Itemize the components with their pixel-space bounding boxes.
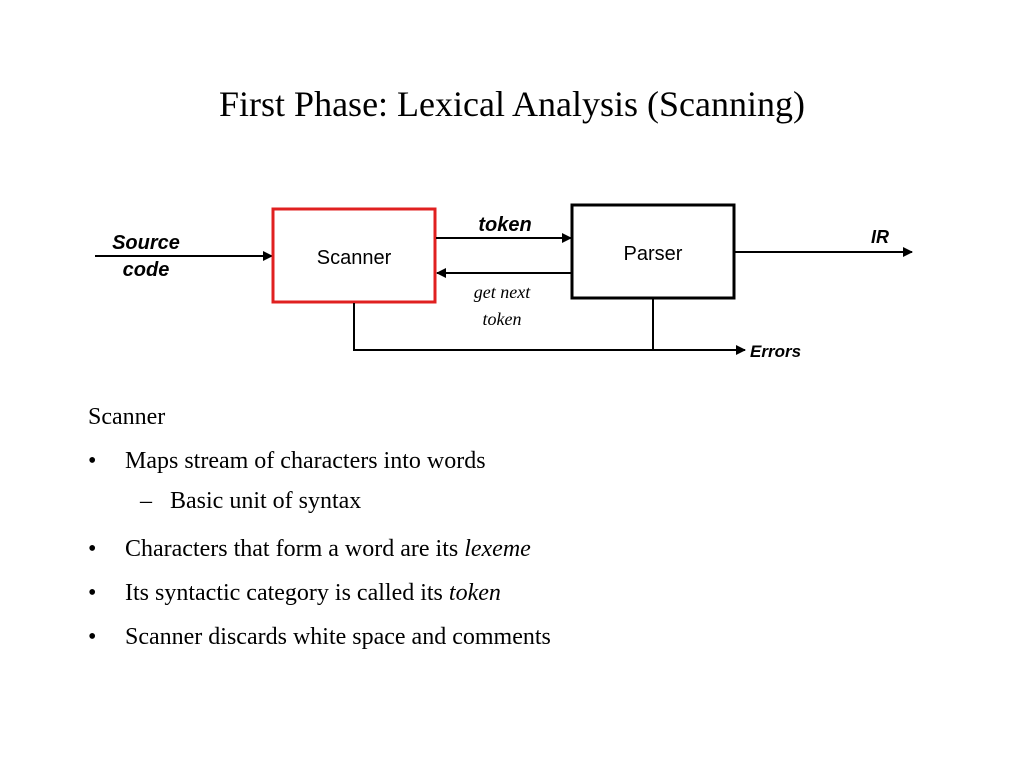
bullet-italic-term: token bbox=[448, 580, 501, 606]
source-code-label-line2: code bbox=[123, 259, 170, 281]
bullet-text: Its syntactic category is called its bbox=[125, 580, 449, 606]
bullet-text: Maps stream of characters into words bbox=[125, 448, 486, 474]
sub-bullet-item: – Basic unit of syntax bbox=[88, 484, 988, 518]
sub-bullet-marker: – bbox=[140, 488, 152, 514]
bullet-text: Characters that form a word are its bbox=[125, 536, 465, 562]
scanner-box bbox=[271, 207, 437, 304]
ir-label: IR bbox=[871, 227, 889, 247]
bullet-marker: • bbox=[88, 580, 97, 606]
bullet-item: • Scanner discards white space and comme… bbox=[88, 620, 988, 654]
bullet-item: • Characters that form a word are its le… bbox=[88, 532, 988, 566]
bullet-marker: • bbox=[88, 624, 97, 650]
get-next-token-label-line1: get next bbox=[474, 282, 531, 302]
bullet-italic-term: lexeme bbox=[464, 536, 531, 562]
bullet-marker: • bbox=[88, 536, 97, 562]
bullet-text: Scanner discards white space and comment… bbox=[125, 624, 551, 650]
errors-label: Errors bbox=[750, 342, 801, 361]
source-code-label-line1: Source bbox=[112, 232, 180, 254]
parser-box-label: Parser bbox=[624, 243, 683, 265]
scanner-box-label: Scanner bbox=[317, 247, 392, 269]
token-label: token bbox=[478, 214, 531, 236]
parser-box bbox=[570, 203, 736, 300]
bullet-item: • Maps stream of characters into words bbox=[88, 444, 988, 478]
sub-bullet-text: Basic unit of syntax bbox=[170, 488, 362, 514]
bullet-item: • Its syntactic category is called its t… bbox=[88, 576, 988, 610]
slide-title: First Phase: Lexical Analysis (Scanning) bbox=[219, 84, 805, 124]
get-next-token-label-line2: token bbox=[483, 309, 522, 329]
bullet-marker: • bbox=[88, 448, 97, 474]
section-heading: Scanner bbox=[88, 404, 166, 430]
slide-body: Scanner • Maps stream of characters into… bbox=[88, 400, 988, 654]
